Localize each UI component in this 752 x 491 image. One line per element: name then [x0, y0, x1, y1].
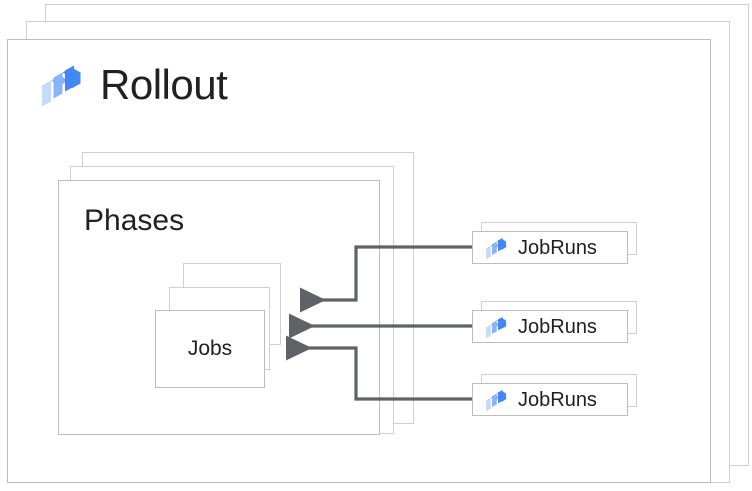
rollout-slabs-icon — [40, 62, 86, 108]
rollout-slabs-icon — [485, 236, 509, 260]
rollout-slabs-icon — [485, 315, 509, 339]
job-runs-1-card[interactable]: JobRuns — [472, 231, 628, 264]
rollout-header: Rollout — [40, 61, 228, 108]
jobs-card[interactable] — [155, 310, 265, 388]
job-runs-3-card[interactable]: JobRuns — [472, 383, 628, 416]
phases-title: Phases — [84, 204, 185, 237]
rollout-slabs-icon — [485, 388, 509, 412]
job-runs-2-card[interactable]: JobRuns — [472, 310, 628, 343]
job-runs-1-label: JobRuns — [518, 236, 597, 259]
job-runs-3-label: JobRuns — [518, 388, 597, 411]
rollout-title: Rollout — [100, 61, 228, 108]
job-runs-2-label: JobRuns — [518, 315, 597, 338]
